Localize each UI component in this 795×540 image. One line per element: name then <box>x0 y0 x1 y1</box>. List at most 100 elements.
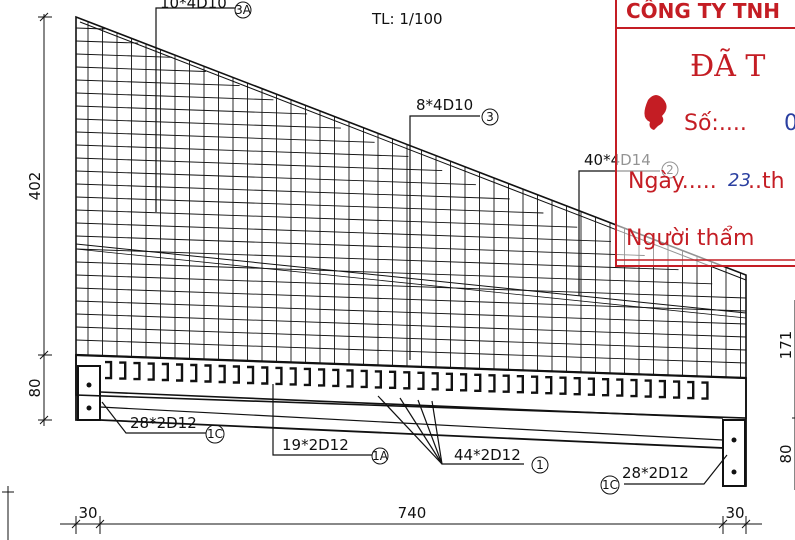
dim-right-bottom: 80 <box>777 444 795 463</box>
stirrup-mark <box>360 369 368 389</box>
stirrup-mark <box>673 380 681 399</box>
stamp-person: Người thẩm <box>626 226 754 251</box>
stirrup-mark <box>332 368 340 388</box>
stirrup-mark <box>531 375 539 394</box>
stamp-number-prefix: Số:.... <box>684 111 747 136</box>
stirrup-mark <box>190 363 198 383</box>
mesh-horizontal-bar <box>75 274 747 299</box>
mesh-horizontal-bar <box>75 53 173 58</box>
mesh-horizontal-bar <box>75 144 409 157</box>
right-post-bar-2 <box>731 469 737 475</box>
stirrup-mark <box>303 367 311 387</box>
stirrup-mark <box>133 361 141 381</box>
svg-text:3: 3 <box>486 110 494 124</box>
mesh-horizontal-bar <box>75 118 341 129</box>
mark-3: 3 <box>481 108 499 126</box>
mesh-horizontal-bar <box>75 40 139 44</box>
stirrup-mark <box>630 378 638 398</box>
stirrup-mark <box>701 381 709 400</box>
mesh-horizontal-bar <box>75 209 578 228</box>
mesh-horizontal-bar <box>75 300 747 325</box>
stirrup-mark <box>658 379 666 399</box>
rebar-label-beam-center: 19*2D12 <box>282 436 349 454</box>
stirrup-mark <box>147 362 155 381</box>
stirrup-mark <box>346 369 354 388</box>
stirrup-mark <box>275 366 283 386</box>
stirrup-mark <box>502 374 510 393</box>
left-post <box>77 365 101 421</box>
stamp-border <box>615 0 795 267</box>
mid-line-2 <box>75 248 747 319</box>
stirrup-mark <box>403 371 411 390</box>
mesh-horizontal-bar <box>75 79 240 87</box>
beam-bottom-line <box>99 391 724 419</box>
mesh-horizontal-bar <box>75 326 747 351</box>
svg-text:1: 1 <box>536 458 544 472</box>
mesh-horizontal-bar <box>75 92 274 101</box>
mesh-horizontal-bar <box>75 248 679 271</box>
mesh-horizontal-bar <box>75 235 645 256</box>
right-post <box>722 419 746 487</box>
mesh-horizontal-bar <box>75 222 612 242</box>
stirrup-mark <box>374 370 382 389</box>
dim-bottom-left: 30 <box>78 504 97 522</box>
stirrup-mark <box>460 373 468 392</box>
beam-soffit <box>99 406 724 441</box>
stamp-date-value: 23 <box>728 170 751 191</box>
mesh-horizontal-bar <box>75 131 375 143</box>
stirrup-mark <box>261 366 269 385</box>
stirrup-mark <box>232 365 240 384</box>
stamp-header: CÔNG TY TNH <box>626 0 780 23</box>
mesh-horizontal-bar <box>75 313 747 338</box>
stirrup-mark <box>616 378 624 397</box>
stirrup-mark <box>474 373 482 392</box>
dimension-lines <box>2 12 795 540</box>
rebar-label-top-left: 10*4D10 <box>160 0 227 12</box>
svg-text:1C: 1C <box>207 427 223 441</box>
ground-beam <box>75 353 747 487</box>
stirrup-mark <box>119 361 127 380</box>
stamp-seal-blot <box>644 95 667 130</box>
left-post-bar <box>86 382 92 388</box>
stirrup-mark <box>587 377 595 396</box>
mark-1c-right: 1C <box>600 475 620 495</box>
stamp-date-suffix: ..th <box>748 169 785 194</box>
stirrup-mark <box>488 374 496 393</box>
mesh-horizontal-bar <box>75 105 308 115</box>
stamp-title: ĐÃ T <box>690 48 765 84</box>
mesh-horizontal-bar <box>75 27 105 30</box>
svg-text:3A: 3A <box>235 3 252 17</box>
mark-1: 1 <box>531 456 549 474</box>
stirrup-mark <box>161 362 169 382</box>
mesh-horizontal-bar <box>75 261 713 285</box>
mesh-horizontal-bar <box>75 196 544 214</box>
dim-left-height: 402 <box>26 172 44 201</box>
stamp-date-prefix: Ngày..... <box>628 169 717 194</box>
stirrup-mark <box>389 370 397 389</box>
mid-line <box>75 243 747 314</box>
stirrup-marks <box>105 360 709 400</box>
rebar-label-beam-stirrups: 44*2D12 <box>454 446 521 464</box>
stirrup-mark <box>573 377 581 396</box>
scale-label: TL: 1/100 <box>371 10 443 28</box>
stirrup-mark <box>218 364 226 384</box>
stamp-number-value: 0 <box>784 111 795 136</box>
right-post-bar <box>731 437 737 443</box>
left-post-bar-2 <box>86 405 92 411</box>
stirrup-mark <box>516 375 524 394</box>
stirrup-mark <box>545 376 553 395</box>
stirrup-mark <box>247 365 255 385</box>
mark-1c-left: 1C <box>205 424 225 444</box>
reinforcement-mesh <box>75 21 747 378</box>
stirrup-mark <box>176 363 184 382</box>
mark-1a: 1A <box>371 447 389 465</box>
rebar-label-mid: 8*4D10 <box>416 96 473 114</box>
stirrup-mark <box>105 360 113 380</box>
mesh-horizontal-bar <box>75 66 206 72</box>
mesh-horizontal-bar <box>75 157 443 172</box>
rebar-label-beam-left: 28*2D12 <box>130 414 197 432</box>
stirrup-mark <box>559 376 567 395</box>
rebar-label-beam-right: 28*2D12 <box>622 464 689 482</box>
stirrup-mark <box>289 367 297 386</box>
